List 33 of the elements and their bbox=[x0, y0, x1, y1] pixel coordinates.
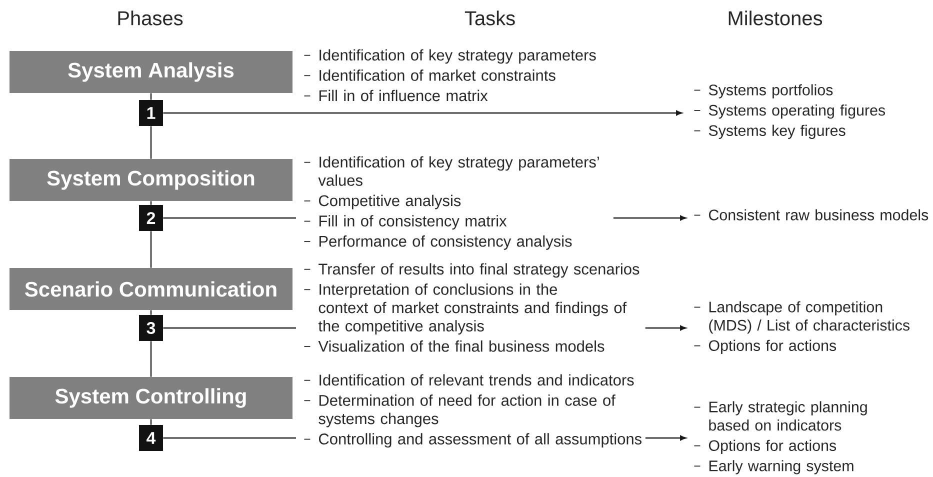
milestone-list: Early strategic planning based on indicators Options for actions Early warning system bbox=[694, 401, 867, 474]
step-number-box: 3 bbox=[139, 315, 163, 341]
milestone-list: Consistent raw business models bbox=[694, 209, 928, 220]
connector-line bbox=[150, 126, 152, 159]
arrow bbox=[645, 325, 686, 331]
column-header: Tasks bbox=[464, 10, 515, 26]
arrow bbox=[163, 110, 682, 116]
connector-line bbox=[163, 437, 296, 439]
step-number-box: 1 bbox=[139, 100, 163, 126]
connector-line bbox=[163, 217, 296, 219]
task-list: Identification of key strategy parameters Identification of market constraints Fill in of influence matrix bbox=[304, 49, 596, 102]
milestone-list: Systems portfolios Systems operating figures Systems key figures bbox=[694, 84, 886, 139]
connector-line bbox=[150, 93, 152, 100]
milestone-list: Landscape of competition (MDS) / List of characteristics Options for actions bbox=[694, 301, 910, 354]
column-header: Milestones bbox=[728, 10, 822, 26]
connector-line bbox=[150, 419, 152, 425]
phase-box: System Composition bbox=[10, 159, 292, 201]
column-header: Phases bbox=[118, 10, 183, 26]
arrow bbox=[645, 435, 686, 441]
arrow bbox=[613, 215, 686, 221]
connector-line bbox=[150, 341, 152, 377]
connector-line bbox=[150, 310, 152, 315]
task-list: Transfer of results into final strategy scenarios Interpretation of conclusions in the context of market constraints and findings of the competitive analysis Visualization of the final business models bbox=[304, 263, 640, 352]
step-number-box: 2 bbox=[139, 205, 163, 231]
step-number-box: 4 bbox=[139, 425, 163, 451]
connector-line bbox=[163, 327, 296, 329]
task-list: Identification of key strategy parameters’ values Competitive analysis Fill in of consistency matrix Performance of consistency analysis bbox=[304, 156, 599, 250]
phase-box: Scenario Communication bbox=[10, 268, 292, 310]
phase-box: System Controlling bbox=[10, 377, 292, 419]
task-list: Identification of relevant trends and indicators Determination of need for action in case of systems changes Controlling and assessment of all assumptions bbox=[304, 374, 642, 448]
connector-line bbox=[150, 201, 152, 205]
phase-box: System Analysis bbox=[10, 51, 292, 93]
connector-line bbox=[150, 231, 152, 268]
